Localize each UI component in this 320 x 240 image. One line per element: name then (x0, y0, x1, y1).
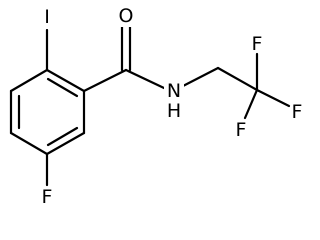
ring-inner-bond-c6-c1 (46, 77, 79, 98)
amide-hydrogen-label: H (167, 100, 181, 122)
bond-nitrogen-ch2 (181, 66, 220, 88)
oxygen-label-bg (116, 5, 136, 27)
structure-canvas: I O N H F F F F (9, 5, 303, 210)
ring-bond-c3-c4 (9, 131, 49, 156)
bond-cf3-f-right (255, 88, 291, 108)
cf3-fluorine-left-label: F (236, 119, 247, 141)
molecule-diagram: I O N H F F F F (9, 5, 303, 210)
ring-bond-c4-c5 (45, 131, 86, 156)
nh-label-bg (164, 82, 184, 122)
cf3-fluorine-right-label: F (292, 101, 303, 123)
ring-fluorine-label-bg (40, 188, 54, 210)
ring-inner-bond-c4-c5 (46, 126, 79, 147)
ring-bond-c1-c2 (9, 68, 49, 93)
bond-carbonyl-nitrogen (124, 68, 166, 90)
ring-bond-c6-c1 (45, 68, 86, 93)
iodine-label-bg (40, 7, 54, 29)
ring-fluorine-label: F (42, 186, 53, 208)
bond-cf3-f-left (243, 88, 259, 120)
bond-ring-carbonyl (82, 68, 128, 93)
bond-ch2-cf3 (216, 66, 259, 92)
oxygen-atom-label: O (119, 5, 134, 27)
amide-nitrogen-label: N (167, 80, 181, 102)
cf3-fluorine-top-label: F (252, 33, 263, 55)
iodine-atom-label: I (44, 6, 50, 28)
